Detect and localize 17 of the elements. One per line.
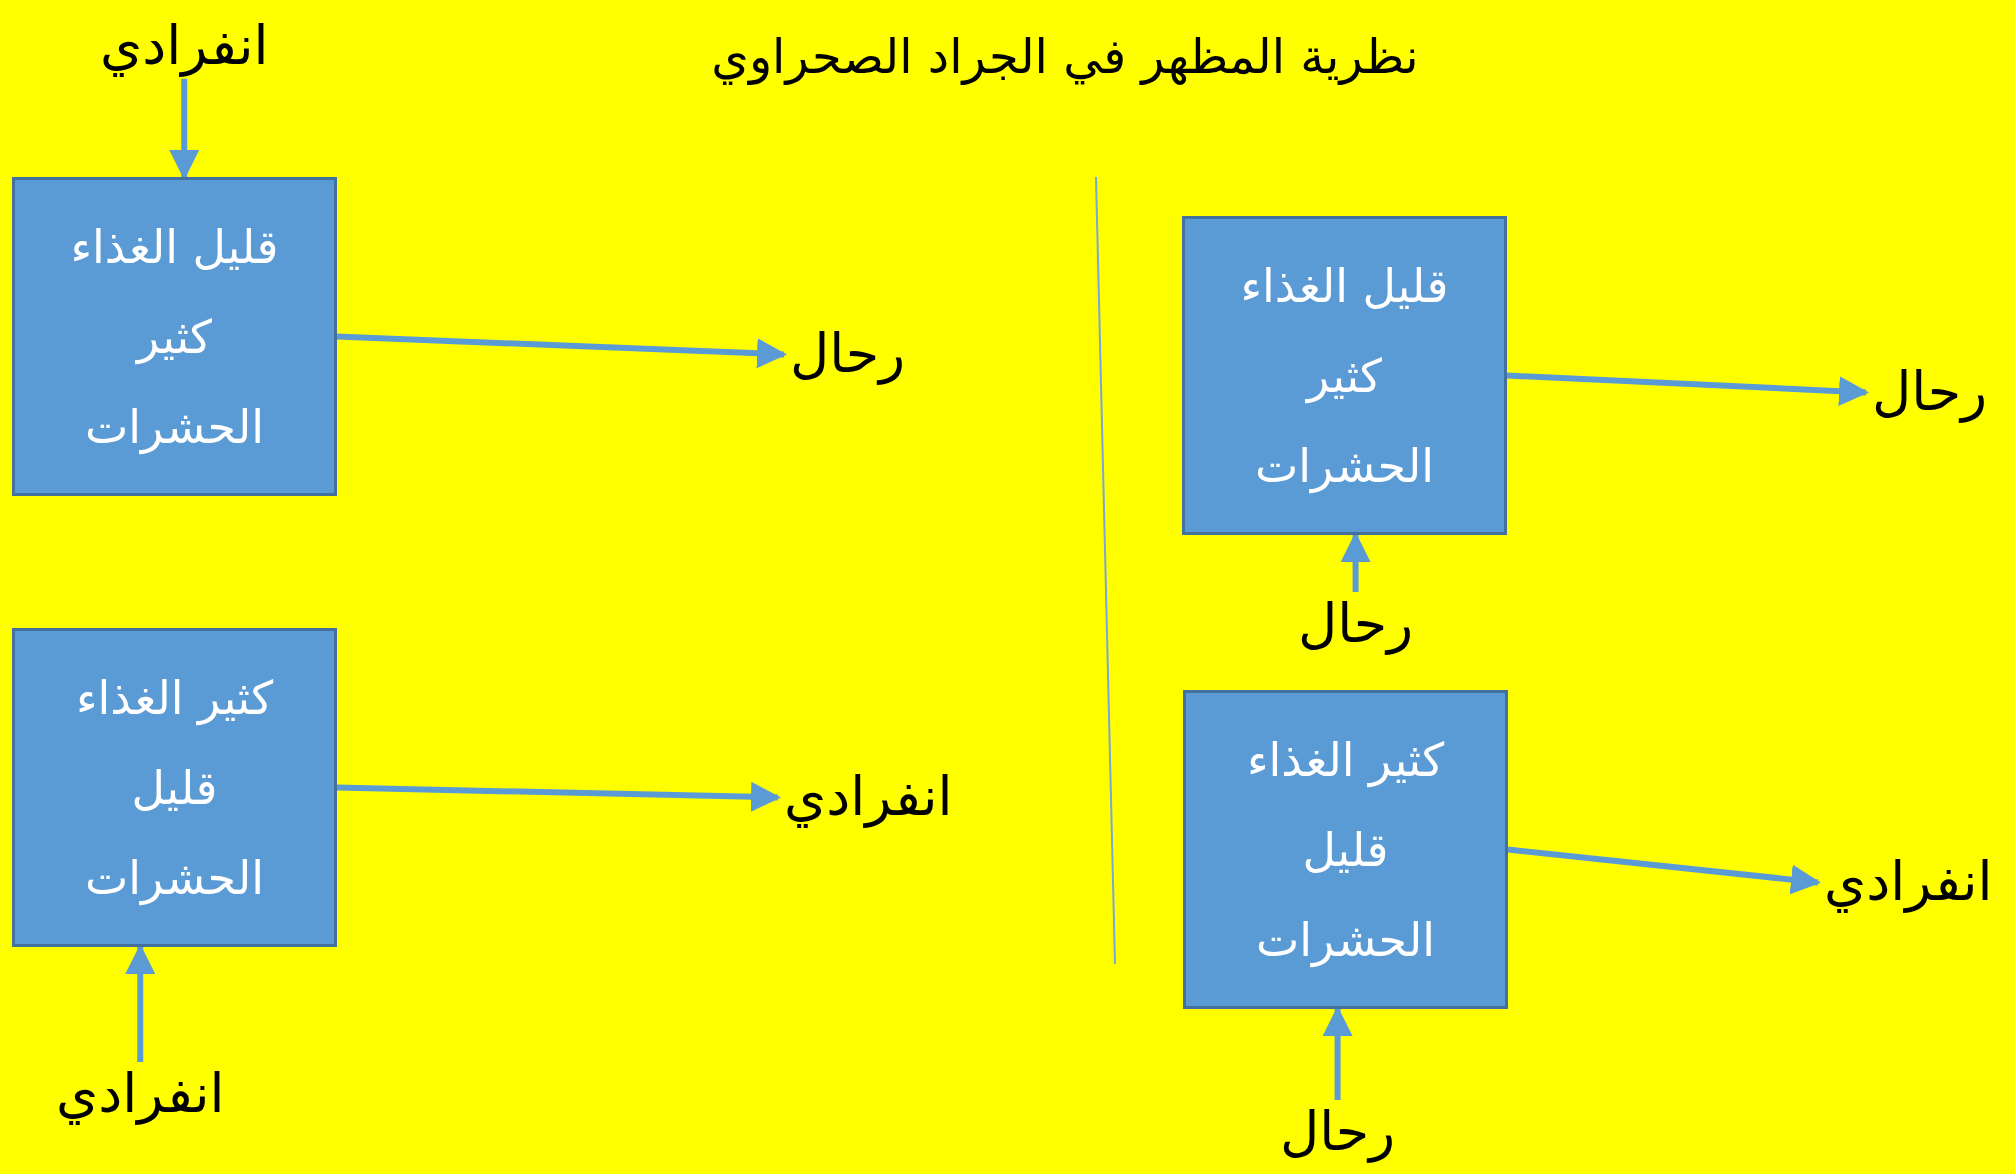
state-label: رحال — [790, 322, 906, 387]
arrow — [336, 781, 781, 812]
state-label: رحال — [1280, 1100, 1396, 1165]
state-label: انفرادي — [56, 1062, 225, 1127]
process-box: قليل الغذاء كثير الحشرات — [1182, 216, 1507, 535]
process-box: كثير الغذاء قليل الحشرات — [12, 628, 337, 947]
state-label: انفرادي — [100, 14, 269, 79]
arrow — [1507, 846, 1821, 895]
state-label: انفرادي — [784, 765, 953, 830]
arrow — [1506, 372, 1869, 407]
state-label: انفرادي — [1824, 850, 1993, 915]
arrow — [336, 333, 787, 369]
process-box: كثير الغذاء قليل الحشرات — [1183, 690, 1508, 1009]
state-label: رحال — [1298, 592, 1414, 657]
title: نظرية المظهر في الجراد الصحراوي — [710, 28, 1420, 84]
process-box: قليل الغذاء كثير الحشرات — [12, 177, 337, 496]
state-label: رحال — [1872, 360, 1988, 425]
